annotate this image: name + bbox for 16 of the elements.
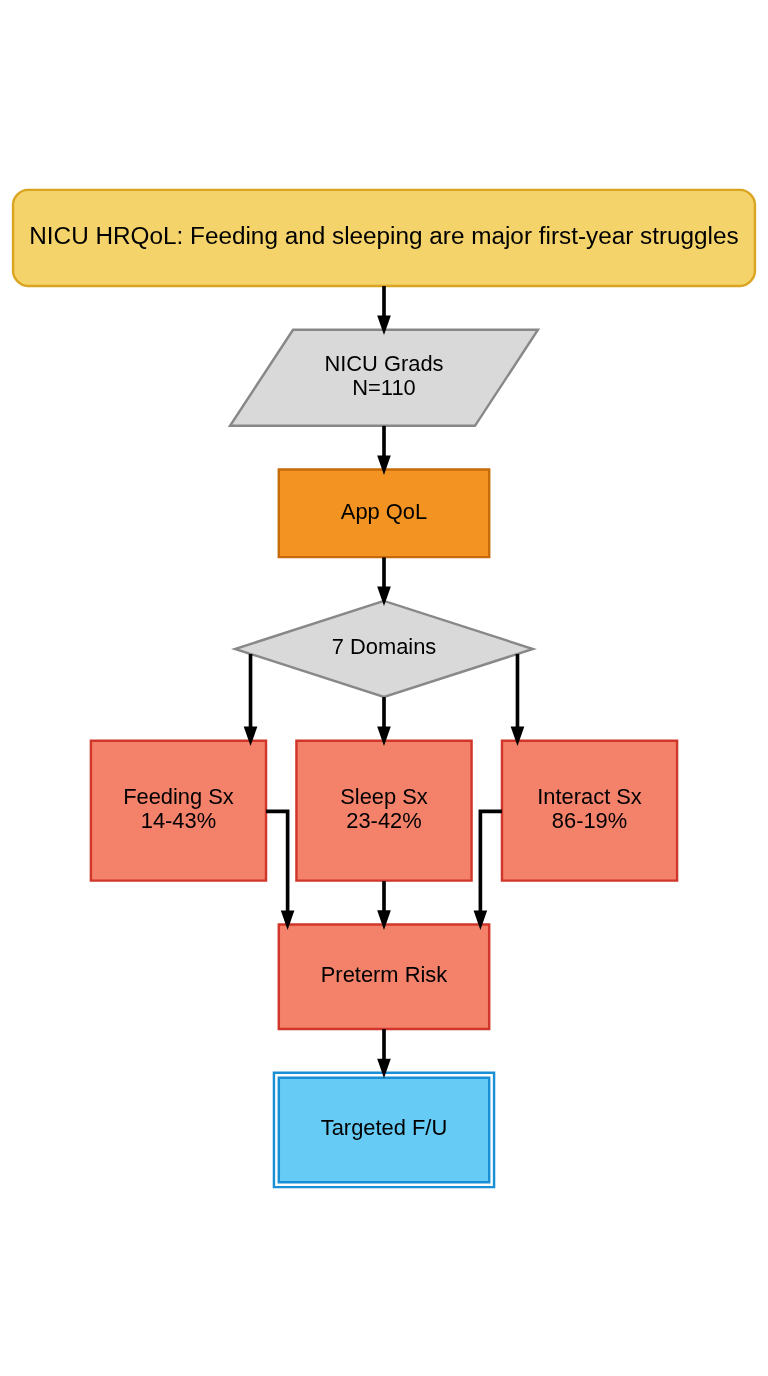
- arrow: [510, 653, 525, 746]
- arrow: [377, 1028, 391, 1078]
- arrow: [377, 556, 391, 606]
- node-diamond: 7 Domains: [231, 599, 537, 698]
- arrow: [243, 653, 258, 746]
- node-box: Targeted F/U: [272, 1071, 496, 1188]
- node-box: App QoL: [277, 467, 491, 558]
- node-box: Feeding Sx 14-43%: [89, 739, 268, 882]
- arrow: [377, 425, 391, 475]
- arrow: [377, 880, 391, 930]
- node-box: Interact Sx 86-19%: [500, 739, 679, 882]
- node-box: Sleep Sx 23-42%: [295, 739, 473, 882]
- node-box: NICU HRQoL: Feeding and sleeping are major first-year struggles: [11, 188, 757, 287]
- node-box: Preterm Risk: [277, 922, 491, 1030]
- arrow: [377, 696, 391, 746]
- arrow: [377, 285, 391, 335]
